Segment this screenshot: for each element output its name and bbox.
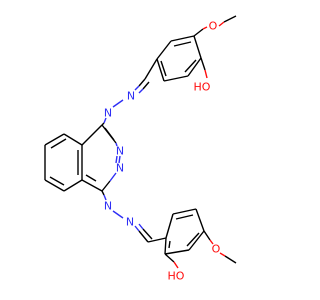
bond xyxy=(200,57,206,71)
bond xyxy=(164,237,167,255)
bond xyxy=(63,179,83,192)
bond xyxy=(173,261,179,269)
bond xyxy=(85,174,97,182)
atom-label-n-hydrazone-top-1: N xyxy=(127,90,135,103)
bond xyxy=(112,210,124,219)
bond xyxy=(147,237,167,243)
phthalazine-core xyxy=(44,117,121,192)
bond xyxy=(115,142,118,147)
bond xyxy=(223,15,237,23)
bond xyxy=(164,253,175,263)
bond xyxy=(112,99,124,108)
bond xyxy=(172,208,197,215)
bond xyxy=(202,26,208,30)
bond xyxy=(168,240,171,249)
bond xyxy=(115,155,118,164)
bond xyxy=(138,223,144,230)
bond xyxy=(224,255,237,264)
bond xyxy=(173,41,192,47)
bond xyxy=(138,230,149,243)
bond xyxy=(193,35,202,59)
bond xyxy=(175,214,194,220)
bond xyxy=(186,232,200,247)
bond xyxy=(103,194,107,201)
bond xyxy=(165,213,174,239)
bond xyxy=(134,85,140,91)
bond xyxy=(156,58,165,82)
bond xyxy=(63,133,83,146)
atom-label-n-hydrazone-bottom-1: N xyxy=(104,200,112,213)
atom-label-n-ring-2: N xyxy=(116,162,124,175)
top-aryl-ring xyxy=(156,35,202,82)
bond xyxy=(81,124,103,146)
atom-label-n-ring-1: N xyxy=(116,145,124,158)
bond xyxy=(142,228,153,240)
bond xyxy=(195,208,205,232)
atom-label-n-hydrazone-bottom-2: N xyxy=(126,216,134,229)
bond xyxy=(49,176,65,186)
bond xyxy=(188,230,205,251)
bond xyxy=(218,21,225,27)
bond xyxy=(164,249,190,255)
bond xyxy=(142,81,150,90)
bond xyxy=(101,122,105,126)
bond xyxy=(104,127,115,141)
bond xyxy=(156,40,172,60)
bond xyxy=(170,35,195,42)
atom-label-ho-hydroxy-bottom: HO xyxy=(168,270,185,283)
atom-label-n-hydrazone-top-2: N xyxy=(104,107,112,120)
bond xyxy=(81,179,103,192)
bond xyxy=(209,239,214,245)
bond xyxy=(118,155,121,164)
bond xyxy=(134,225,140,232)
atom-label-ho-hydroxy-top: HO xyxy=(194,81,211,94)
bond xyxy=(184,59,197,73)
atom-label-o-methoxy-top: O xyxy=(209,20,218,33)
bond xyxy=(138,88,144,94)
bond xyxy=(50,138,67,149)
bond xyxy=(109,172,117,182)
bond xyxy=(193,28,204,37)
bond xyxy=(101,190,105,196)
bond xyxy=(219,252,226,257)
bond xyxy=(160,60,167,77)
bond xyxy=(163,75,189,82)
bond xyxy=(203,230,211,241)
molecule-structure-diagram: O HO N N N N N N HO O xyxy=(44,15,237,283)
atom-label-o-methoxy-bottom: O xyxy=(212,243,221,256)
bond xyxy=(187,57,202,77)
bond xyxy=(101,180,111,192)
bond xyxy=(44,179,65,192)
bond xyxy=(144,58,158,80)
bond xyxy=(138,78,146,87)
bottom-aryl-ring xyxy=(164,208,205,255)
bond xyxy=(44,133,65,146)
bond xyxy=(103,117,107,124)
bond xyxy=(204,69,208,79)
